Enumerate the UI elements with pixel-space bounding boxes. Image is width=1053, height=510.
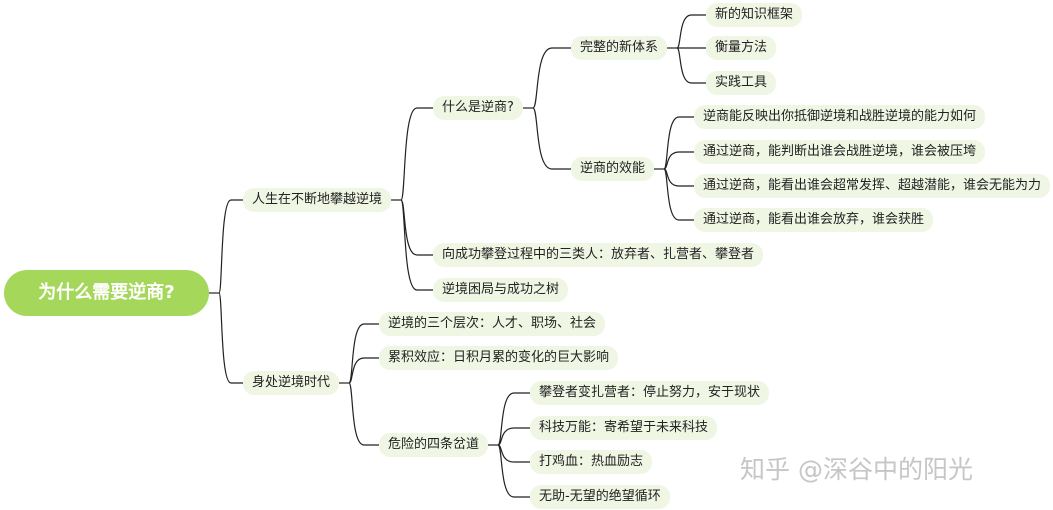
node-fork-4[interactable]: 无助-无望的绝望循环 (530, 485, 670, 509)
node-climbing-adversity[interactable]: 人生在不断地攀越逆境 (243, 188, 392, 212)
root-node[interactable]: 为什么需要逆商? (4, 270, 209, 316)
node-efficacy-2[interactable]: 通过逆商，能判断出谁会战胜逆境，谁会被压垮 (694, 140, 986, 164)
node-efficacy-4[interactable]: 通过逆商，能看出谁会放弃，谁会获胜 (694, 208, 934, 232)
node-efficacy-3[interactable]: 通过逆商，能看出谁会超常发挥、超越潜能，谁会无能为力 (694, 174, 1051, 198)
node-knowledge-framework[interactable]: 新的知识框架 (706, 3, 803, 27)
node-measurement-method[interactable]: 衡量方法 (706, 36, 777, 60)
node-three-types[interactable]: 向成功攀登过程中的三类人：放弃者、扎营者、攀登者 (433, 243, 764, 267)
node-fork-2[interactable]: 科技万能：寄希望于未来科技 (530, 416, 718, 440)
node-fork-3[interactable]: 打鸡血：热血励志 (530, 450, 653, 474)
node-what-is-aq[interactable]: 什么是逆商? (433, 96, 523, 120)
node-aq-efficacy[interactable]: 逆商的效能 (571, 157, 655, 181)
node-three-levels[interactable]: 逆境的三个层次：人才、职场、社会 (379, 312, 606, 336)
node-cumulative-effect[interactable]: 累积效应：日积月累的变化的巨大影响 (379, 346, 619, 370)
node-complete-system[interactable]: 完整的新体系 (571, 36, 668, 60)
node-adversity-era[interactable]: 身处逆境时代 (243, 371, 340, 395)
node-fork-1[interactable]: 攀登者变扎营者：停止努力，安于现状 (530, 381, 770, 405)
node-efficacy-1[interactable]: 逆商能反映出你抵御逆境和战胜逆境的能力如何 (694, 105, 986, 129)
node-success-tree[interactable]: 逆境困局与成功之树 (433, 278, 569, 302)
node-practice-tools[interactable]: 实践工具 (706, 71, 777, 95)
watermark: 知乎 @深谷中的阳光 (740, 455, 973, 484)
node-four-forks[interactable]: 危险的四条岔道 (379, 433, 489, 457)
